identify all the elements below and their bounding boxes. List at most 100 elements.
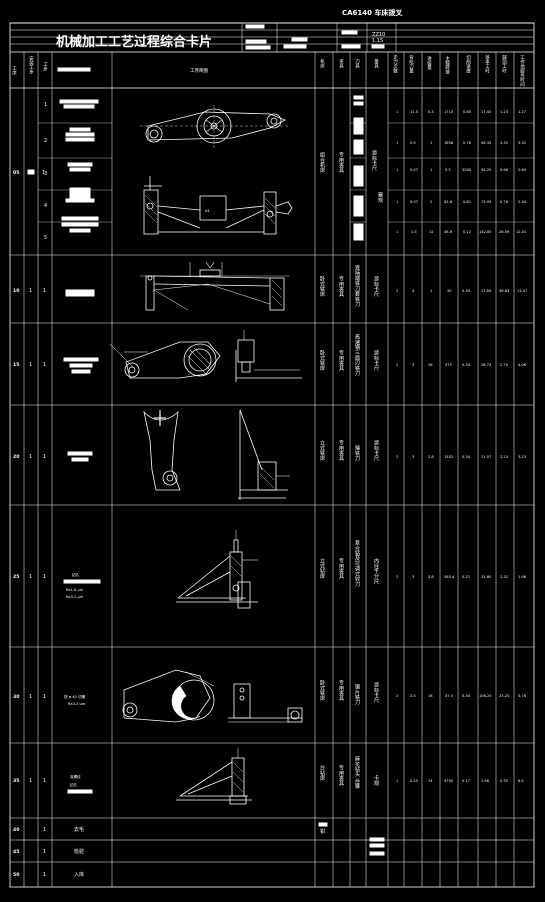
machine: 立式钻床 — [319, 557, 325, 581]
svg-text:2.64: 2.64 — [518, 168, 527, 172]
op-number: 50 — [13, 872, 19, 878]
svg-text:1858: 1858 — [444, 141, 454, 145]
op15-values: 2 3 16 375 0.34 16.73 2.70 4.06 — [396, 363, 527, 367]
svg-text:0.07: 0.07 — [410, 200, 418, 204]
svg-text:11.5: 11.5 — [410, 110, 418, 114]
hdr-op-no: 工序 — [12, 66, 17, 77]
gauge-2: 塞规 — [377, 191, 383, 204]
svg-text:16.73: 16.73 — [481, 363, 491, 367]
op-05-row: 05 1 1 2 3 4 5 组合机床 专用夹具 游标卡尺 塞规 1 1 — [13, 95, 527, 241]
op-40-row: 40 1 去毛 钳 — [13, 822, 328, 835]
machine: 立式铣床 — [319, 439, 325, 463]
hdr-content — [57, 67, 91, 72]
op05-sketch-lever — [140, 105, 290, 148]
hdr-feed: 进给量 — [427, 55, 432, 71]
svg-text:0.9: 0.9 — [410, 141, 416, 145]
step-number: 1 — [29, 694, 32, 700]
fixture: 专用夹具 — [338, 679, 344, 703]
op05-substep-lines — [38, 122, 534, 223]
op-number: 05 — [13, 170, 19, 176]
hdr-tool: 刀具 — [355, 59, 360, 70]
svg-text:3.23: 3.23 — [518, 455, 526, 459]
svg-text:0.34: 0.34 — [462, 455, 471, 459]
op25-values: 2 3 3.8 585.4 0.22 15.60 2.32 1.96 — [396, 575, 527, 579]
svg-text:1: 1 — [396, 200, 398, 204]
svg-text:1.5: 1.5 — [411, 230, 417, 234]
svg-text:3000: 3000 — [462, 168, 472, 172]
tool-labels — [353, 95, 364, 241]
op-35-row: 35 1 1 攻螺纹 钻孔 台钻床 专用夹具 麻花钻头 丝锥 卡规 1 0.25… — [13, 748, 524, 805]
step-number: 1 — [29, 288, 32, 294]
op-number: 10 — [13, 288, 19, 294]
svg-text:1.96: 1.96 — [481, 779, 490, 783]
op05-step-values: 1 11.5 0.3 1710 0.85 17.45 1.23 1.27 1 0… — [396, 110, 527, 234]
machine: 卧式铣床 — [319, 349, 325, 373]
svg-text:2: 2 — [430, 200, 432, 204]
op-content — [67, 451, 93, 462]
op-number: 35 — [13, 778, 19, 784]
svg-text:0.34: 0.34 — [462, 289, 471, 293]
svg-text:1.23: 1.23 — [500, 110, 508, 114]
step-number: 1 — [43, 827, 46, 833]
gauge: 卡规 — [373, 774, 379, 787]
svg-text:1: 1 — [430, 141, 432, 145]
tool: 复合钻及可调式铰刀 — [354, 539, 360, 589]
machine: 台钻床 — [319, 764, 325, 782]
work-step: 1 — [43, 362, 46, 368]
svg-text:4.06: 4.06 — [518, 363, 527, 367]
svg-text:45.25: 45.25 — [481, 168, 491, 172]
tool: 端铣刀 — [354, 444, 360, 462]
svg-text:1: 1 — [396, 168, 398, 172]
hdr-passes: 走刀次数 — [393, 55, 398, 75]
op-number: 30 — [13, 694, 19, 700]
svg-text:2.32: 2.32 — [500, 575, 508, 579]
svg-text:0.5: 0.5 — [445, 168, 451, 172]
svg-text:2: 2 — [396, 289, 398, 293]
machine: 组合机床 — [319, 151, 325, 175]
svg-text:2: 2 — [396, 694, 398, 698]
svg-text:2.8: 2.8 — [428, 455, 434, 459]
svg-text:2: 2 — [396, 455, 398, 459]
step-number: 1 — [43, 849, 46, 855]
fixture: 专用夹具 — [338, 439, 344, 463]
svg-text:375: 375 — [445, 363, 452, 367]
gauge: 内径千分尺 — [373, 557, 379, 586]
svg-text:1.27: 1.27 — [518, 110, 526, 114]
svg-text:11.07: 11.07 — [481, 455, 491, 459]
op20-values: 2 3 2.8 1552 0.34 11.07 2.23 3.23 — [396, 455, 526, 459]
svg-text:17.45: 17.45 — [481, 110, 491, 114]
op-25-row: 25 1 1 钻孔 Ra1.6 μm Ra3.2 μm 立式钻床 专用夹具 复合… — [13, 530, 527, 609]
op-content-line-1: 钻孔 — [72, 572, 80, 577]
svg-text:0.22: 0.22 — [462, 575, 470, 579]
svg-text:2.70: 2.70 — [500, 363, 509, 367]
gauge: 游标卡尺 — [373, 349, 379, 373]
work-step: 1 — [43, 454, 46, 460]
svg-text:3.8: 3.8 — [428, 575, 434, 579]
fixture: 专用夹具 — [338, 764, 344, 788]
op35-sketch — [176, 748, 252, 805]
svg-text:2.34: 2.34 — [518, 200, 527, 204]
fixture: 专用夹具 — [338, 275, 344, 299]
machine: 卧式铣床 — [319, 275, 325, 299]
hdr-total-time: 工作地服务时间 — [520, 55, 525, 88]
tool: 锯片铣刀 — [354, 683, 360, 707]
op-number: 40 — [13, 827, 19, 833]
svg-text:106.25: 106.25 — [479, 694, 492, 698]
hdr-basic-time: 基本工时 — [485, 54, 490, 74]
part-name: CA6140 车床拨叉 — [342, 8, 403, 17]
tool: 高速钢三面刃铣刀 — [354, 333, 360, 377]
op15-sketch — [109, 330, 302, 382]
op30-sketch — [122, 669, 303, 723]
svg-text:46.33: 46.33 — [481, 141, 491, 145]
svg-text:2: 2 — [396, 575, 398, 579]
top-code-1: ZZ10 — [372, 32, 385, 38]
hdr-sketch: 工序简图 — [190, 67, 208, 74]
svg-text:4700: 4700 — [444, 779, 454, 783]
svg-text:04: 04 — [205, 209, 210, 213]
svg-text:1: 1 — [430, 289, 432, 293]
svg-text:1710: 1710 — [444, 110, 454, 114]
work-step-3: 3 — [44, 171, 47, 177]
svg-text:1: 1 — [396, 230, 398, 234]
op30-values: 2 2.5 16 37.5 0.34 106.25 23.25 5.76 — [396, 694, 527, 698]
svg-text:1552: 1552 — [444, 455, 453, 459]
